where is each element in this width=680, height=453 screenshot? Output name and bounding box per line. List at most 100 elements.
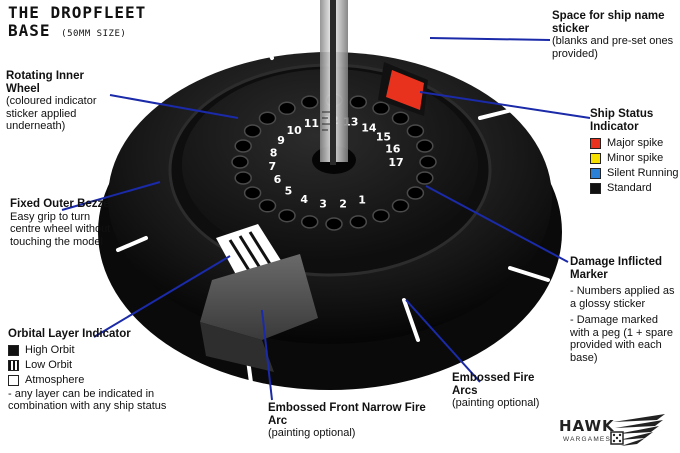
dial-number: 3 [319,197,327,210]
legend-silent-running: Silent Running [590,166,680,181]
label-embossed-arcs: Embossed Fire Arcs (painting optional) [452,372,562,410]
leader-front-arc [261,309,273,401]
label-orbital-layer-heading: Orbital Layer Indicator [8,328,131,340]
dial-number: 14 [361,121,377,134]
label-sticker-space: Space for ship name sticker (blanks and … [552,10,677,60]
peg-hole [278,208,296,223]
label-rotating-wheel-heading: Rotating Inner Wheel [6,70,84,95]
peg-hole [391,111,410,125]
label-orbital-layer-note: - any layer can be indicated in combinat… [8,387,167,413]
leader-fixed-bezel [61,181,161,211]
dial-number: 1 [358,193,366,206]
peg-hole [300,215,319,229]
legend-label: Major spike [607,137,664,150]
label-damage-marker-heading: Damage Inflicted Marker [570,256,663,281]
label-sticker-space-body: (blanks and pre-set ones provided) [552,35,674,60]
peg-hole [406,124,425,138]
dial-number: 5 [285,185,293,198]
peg-hole [258,199,277,213]
dial-number: 16 [385,143,401,156]
label-fixed-bezel: Fixed Outer Bezzel Easy grip to turn cen… [10,198,120,248]
legend-label: Atmosphere [25,373,85,386]
peg-hole [406,186,425,200]
leader-lines [61,37,591,401]
label-embossed-arcs-body: (painting optional) [452,397,540,409]
legend-low-orbit: Low Orbit [8,358,213,373]
peg-hole [349,215,368,229]
leader-damage-marker [425,185,569,263]
legend-label: High Orbit [25,343,75,356]
dial-number: 15 [376,131,391,144]
title-line-2: BASE (50MM SIZE) [8,22,146,43]
size-note: (50MM SIZE) [61,29,127,39]
hawk-wing-icon [610,414,665,446]
stand-core [330,0,336,165]
orbital-stripes [228,231,272,273]
legend-label: Silent Running [607,167,679,180]
logo-sub: WARGAMES [563,436,612,443]
peg-hole [234,171,252,185]
legend-label: Standard [607,182,652,195]
hawk-wargames-logo: HAWK WARGAMES [557,412,667,450]
peg-hole-ring [231,93,437,231]
legend-label: Low Orbit [25,358,73,371]
leader-ship-status [419,91,591,119]
dial-number: 9 [277,134,285,147]
page-title: THE DROPFLEET BASE (50MM SIZE) [8,4,146,43]
label-rotating-wheel: Rotating Inner Wheel (coloured indicator… [6,70,116,133]
label-damage-marker-bullet-2: - Damage marked with a peg (1 + spare pr… [570,314,674,364]
dial-number: 6 [274,173,282,186]
peg-hole [416,139,434,153]
label-damage-marker-bullet-1: - Numbers applied as a glossy sticker [570,285,675,310]
peg-hole [372,208,390,223]
front-fire-arc [200,254,318,340]
swatch-red [590,138,601,149]
peg-hole [278,101,296,116]
peg-hole [234,139,252,153]
logo-word: HAWK [559,417,615,435]
leader-orbital-layer [93,255,231,338]
label-fixed-bezel-body: Easy grip to turn centre wheel without t… [10,210,111,248]
dial-number: 4 [300,193,308,206]
swatch-black [590,183,601,194]
dial-number: 8 [270,147,278,160]
ship-status-sticker [386,70,424,110]
legend-label: Minor spike [607,152,664,165]
legend-major-spike: Major spike [590,136,680,151]
label-front-arc: Embossed Front Narrow Fire Arc (painting… [268,402,438,440]
ship-status-legend: Major spike Minor spike Silent Running S… [590,136,680,196]
dial-number: 10 [287,124,303,137]
leader-sticker-space [429,37,551,41]
label-damage-marker: Damage Inflicted Marker - Numbers applie… [570,256,678,364]
peg-hole [231,155,249,169]
label-ship-status: Ship Status Indicator Major spike Minor … [590,108,680,196]
leader-rotating-wheel [109,94,239,119]
label-front-arc-body: (painting optional) [268,427,356,439]
label-orbital-layer: Orbital Layer Indicator High Orbit Low O… [8,328,213,413]
swatch-empty [8,374,19,386]
peg-hole [372,101,390,116]
legend-minor-spike: Minor spike [590,151,680,166]
dial-number: 7 [268,160,276,173]
leader-embossed-arcs [405,299,481,383]
label-ship-status-heading: Ship Status Indicator [590,108,654,133]
front-fire-arc-side [200,322,274,372]
peg-hole [243,124,262,138]
label-embossed-arcs-heading: Embossed Fire Arcs [452,372,535,397]
orbital-legend: High Orbit Low Orbit Atmosphere [8,343,213,388]
dial-number: 17 [388,156,403,169]
legend-high-orbit: High Orbit [8,343,213,358]
peg-hole [243,186,262,200]
peg-hole [258,111,277,125]
swatch-solid [8,344,19,356]
title-base: BASE [8,21,51,40]
stand-markings [322,111,330,131]
peg-hole [300,95,319,109]
dial-number: 2 [339,198,347,211]
legend-standard: Standard [590,181,680,196]
swatch-yellow [590,153,601,164]
label-rotating-wheel-body: (coloured indicator sticker applied unde… [6,95,97,132]
swatch-striped [8,359,19,371]
